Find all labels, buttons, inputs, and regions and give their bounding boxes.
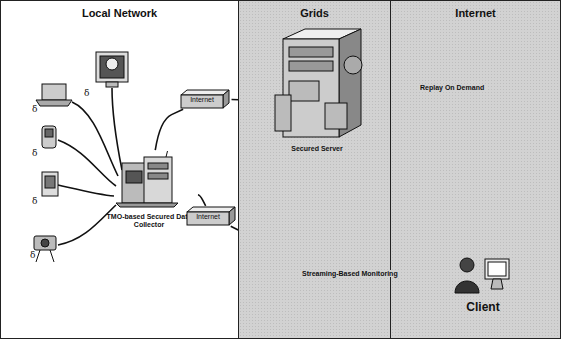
panel-title: Local Network <box>1 7 238 19</box>
svg-text:δ: δ <box>32 148 37 158</box>
svg-text:δ: δ <box>30 250 35 260</box>
box-node: Internet <box>185 206 237 226</box>
node-label: Internet <box>187 213 229 221</box>
network-panel: InternetClient <box>390 0 561 339</box>
svg-text:δ: δ <box>32 196 37 206</box>
server-node: Secured Server <box>265 25 369 153</box>
node-label: Client <box>453 301 513 315</box>
network-panel: Local NetworkTMO-based Secured Data Coll… <box>0 0 239 339</box>
network-panel: GridsSecured Server <box>238 0 391 339</box>
panel-title: Grids <box>239 7 390 19</box>
edge-label: Streaming-Based Monitoring <box>300 270 400 277</box>
box-node: Internet <box>179 89 231 109</box>
connector <box>155 109 183 150</box>
edge-label: Replay On Demand <box>418 84 486 91</box>
collector-node: TMO-based Secured Data Collector <box>101 151 197 229</box>
connector <box>198 195 206 206</box>
svg-text:δ: δ <box>32 104 37 114</box>
client-node: Client <box>453 253 513 315</box>
panel-title: Internet <box>391 7 560 19</box>
node-label: Secured Server <box>265 145 369 153</box>
svg-text:δ: δ <box>84 88 89 98</box>
node-label: TMO-based Secured Data Collector <box>101 213 197 229</box>
node-label: Internet <box>181 96 223 104</box>
